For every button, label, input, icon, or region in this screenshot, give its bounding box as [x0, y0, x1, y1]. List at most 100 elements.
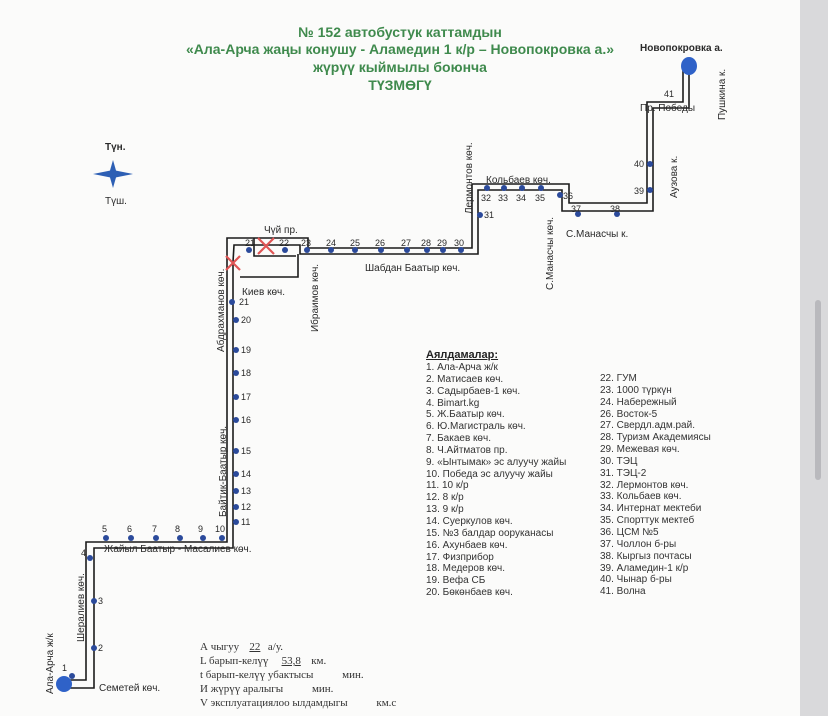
route-line [64, 68, 690, 689]
stop-number: 15 [241, 446, 251, 456]
stop-number: 39 [634, 186, 644, 196]
stop-22 [282, 247, 288, 253]
stat-label: А чыгуу [200, 641, 240, 653]
legend-title: Аялдамалар: [426, 349, 499, 361]
stop-38 [614, 211, 620, 217]
stop-number: 35 [535, 193, 545, 203]
street-baytik: Байтик-Баатыр көч. [218, 426, 229, 517]
legend-item: 5. Ж.Баатыр көч. [426, 409, 505, 421]
stat-row: V эксплуатациялоо ылдамдыгы км.с [200, 696, 396, 710]
stop-4 [87, 555, 93, 561]
legend-column-2: 22. ГУМ 23. 1000 түркүн 24. Набережный 2… [600, 373, 711, 598]
stop-number: 31 [484, 210, 494, 220]
legend-item: 23. 1000 түркүн [600, 384, 672, 396]
scrollbar[interactable] [815, 300, 821, 480]
street-shabdan: Шабдан Баатыр көч. [365, 262, 460, 274]
stop-number: 18 [241, 368, 251, 378]
stat-unit: мин. [342, 669, 364, 681]
legend-item: 35. Спорттук мектеб [600, 515, 695, 527]
street-auezov: Аузова к. [669, 156, 680, 198]
legend-item: 6. Ю.Магистраль көч. [426, 421, 526, 433]
stop-10 [219, 535, 225, 541]
legend-item: 24. Набережный [600, 396, 677, 408]
legend-item: 1. Ала-Арча ж/к [426, 362, 498, 373]
stop-number: 32 [481, 193, 491, 203]
legend-item: 40. Чынар б-ры [600, 574, 672, 586]
stop-39 [647, 187, 653, 193]
stop-23 [304, 247, 310, 253]
stop-24 [328, 247, 334, 253]
street-pobedy: Пр. Победы [640, 102, 695, 114]
stop-26 [378, 247, 384, 253]
legend-item: 41. Волна [600, 586, 646, 598]
stop-3 [91, 598, 97, 604]
title-line-4: ТҮЗМӨГҮ [368, 77, 432, 93]
stop-30 [458, 247, 464, 253]
legend-item: 15. №3 балдар ооруканасы [426, 527, 554, 539]
stop-number: 20 [241, 315, 251, 325]
stat-label: V эксплуатациялоо ылдамдыгы [200, 697, 348, 709]
title-line-1: № 152 автобустук каттамдын [298, 24, 502, 40]
terminal-start-icon [56, 676, 72, 692]
stop-number: 30 [454, 238, 464, 248]
stop-21a [229, 299, 235, 305]
stop-number: 27 [401, 238, 411, 248]
stop-number: 1 [62, 663, 67, 673]
stop-31 [477, 212, 483, 218]
legend-item: 28. Туризм Академиясы [600, 432, 711, 444]
legend-item: 27. Свердл.адм.рай. [600, 420, 695, 432]
stop-number: 36 [563, 191, 573, 201]
legend-item: 38. Кыргыз почтасы [600, 550, 692, 562]
stat-unit: мин. [311, 683, 334, 695]
compass-north: Түн. [105, 142, 126, 153]
stop-29 [440, 247, 446, 253]
compass-icon [93, 160, 133, 188]
stop-2 [91, 645, 97, 651]
legend-item: 8. Ч.Айтматов пр. [426, 444, 508, 456]
street-abdrakhmanov: Абдрахманов көч. [215, 269, 227, 352]
stop-number: 7 [152, 524, 157, 534]
street-ibraimov: Ибраимов көч. [309, 264, 321, 332]
legend-item: 32. Лермонтов көч. [600, 479, 689, 491]
stop-34 [519, 185, 525, 191]
stop-number: 3 [98, 596, 103, 606]
stop-16 [233, 417, 239, 423]
legend-item: 2. Матисаев көч. [426, 373, 504, 385]
stop-21 [246, 247, 252, 253]
legend-item: 9. «Ынтымак» эс алуучу жайы [426, 456, 567, 468]
stat-unit: км. [311, 655, 327, 667]
legend-item: 33. Кольбаев көч. [600, 491, 682, 503]
legend-item: 17. Физприбор [426, 551, 494, 563]
stop-32 [484, 185, 490, 191]
map-sheet: № 152 автобустук каттамдын «Ала-Арча жаң… [0, 0, 800, 716]
stop-number: 16 [241, 415, 251, 425]
stop-15 [233, 448, 239, 454]
stop-number: 33 [498, 193, 508, 203]
stop-12 [233, 504, 239, 510]
stop-28 [424, 247, 430, 253]
stat-row: И жүрүү аралыгы мин. [200, 682, 396, 696]
stop-number: 21 [245, 238, 255, 248]
stop-9 [200, 535, 206, 541]
stop-number: 24 [326, 238, 336, 248]
street-pushkin: Пушкина к. [717, 69, 728, 120]
compass-south: Түш. [105, 196, 127, 207]
route-map: Түн. Түш. [45, 43, 728, 694]
legend-item: 19. Вефа СБ [426, 575, 486, 587]
viewer-side-panel [800, 0, 828, 716]
street-novopokrovka: Новопокровка а. [640, 43, 723, 54]
title-line-3: жүрүү кыймылы боюнча [313, 59, 487, 75]
stop-number: 28 [421, 238, 431, 248]
stop-11 [233, 519, 239, 525]
stop-7 [153, 535, 159, 541]
stop-13 [233, 488, 239, 494]
stop-25 [352, 247, 358, 253]
legend-item: 18. Медеров көч. [426, 563, 505, 575]
street-lermontov: Лермонтов көч. [464, 142, 475, 214]
legend-item: 36. ЦСМ №5 [600, 526, 659, 538]
legend-item: 26. Восток-5 [600, 408, 658, 420]
stop-17 [233, 394, 239, 400]
stop-18 [233, 370, 239, 376]
